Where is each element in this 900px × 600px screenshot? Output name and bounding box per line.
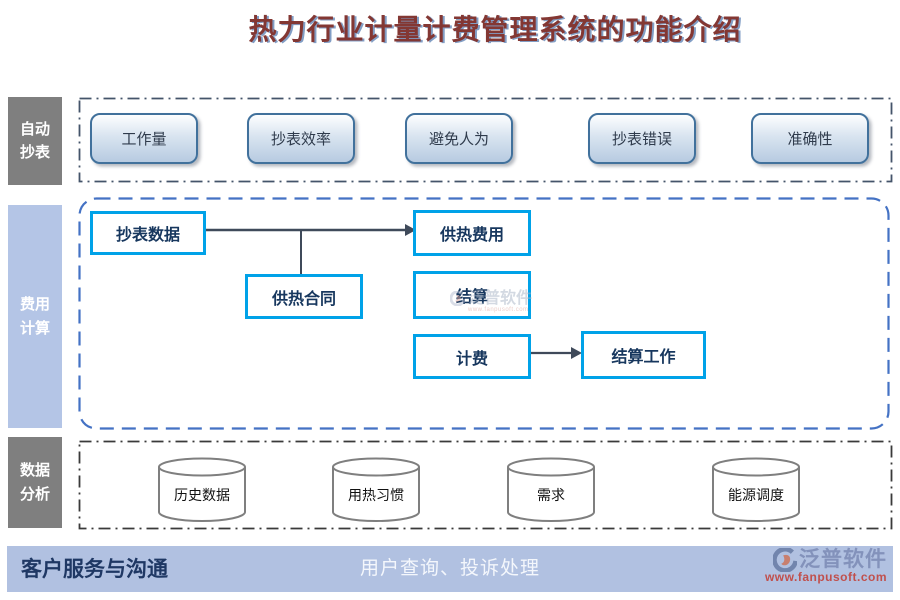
flow-node-billing: 计费 <box>413 334 531 379</box>
flow-node-heating-contract: 供热合同 <box>245 274 363 319</box>
database-label: 需求 <box>537 489 565 504</box>
sidebar-label-line: 分析 <box>19 485 50 503</box>
database-history-data: 历史数据 <box>156 457 248 523</box>
section-auto-reading: 工作量 抄表效率 避免人为 抄表错误 准确性 <box>78 97 893 183</box>
flow-node-settlement: 结算 <box>413 271 531 319</box>
benefit-button-efficiency: 抄表效率 <box>247 113 355 164</box>
sidebar-label-line: 自动 <box>19 120 50 138</box>
cylinder-icon <box>332 457 420 522</box>
sidebar-label-data-analysis: 数据 分析 <box>8 437 62 528</box>
brand-website-link[interactable]: www.fanpusoft.com <box>764 570 887 584</box>
section-data-analysis: 历史数据 用热习惯 需求 能源调度 <box>78 440 893 530</box>
database-label: 用热习惯 <box>348 489 404 504</box>
brand-logo: 泛普软件 www.fanpusoft.com <box>765 548 887 584</box>
sidebar-label-line: 数据 <box>19 462 50 480</box>
sidebar-label-auto-reading: 自动 抄表 <box>8 97 62 185</box>
benefit-button-errors: 抄表错误 <box>588 113 696 164</box>
brand-logo-icon <box>773 548 797 572</box>
sidebar-label-line: 计算 <box>19 319 50 337</box>
database-heat-habits: 用热习惯 <box>330 457 422 523</box>
page-title: 热力行业计量计费管理系统的功能介绍 <box>248 15 742 46</box>
footer-customer-service-label: 客户服务与沟通 <box>21 557 168 581</box>
database-label: 能源调度 <box>728 489 784 504</box>
database-label: 历史数据 <box>174 489 230 504</box>
brand-name: 泛普软件 <box>799 548 887 572</box>
flow-node-settlement-work: 结算工作 <box>581 331 706 379</box>
benefit-button-workload: 工作量 <box>90 113 198 164</box>
sidebar-label-line: 费用 <box>19 296 50 314</box>
cylinder-icon <box>712 457 800 522</box>
cylinder-icon <box>507 457 595 522</box>
benefit-button-accuracy: 准确性 <box>751 113 869 164</box>
footer-bar: 客户服务与沟通 用户查询、投诉处理 泛普软件 www.fanpusoft.com <box>7 546 893 592</box>
flow-node-heating-fee: 供热费用 <box>413 210 531 256</box>
cylinder-icon <box>158 457 246 522</box>
sidebar-label-line: 抄表 <box>19 144 50 161</box>
footer-user-query-label: 用户查询、投诉处理 <box>359 558 540 579</box>
database-energy-dispatch: 能源调度 <box>710 457 802 523</box>
section-fee-calculation: 抄表数据 供热费用 供热合同 结算 计费 结算工作 泛普软件 www.fanpu… <box>78 197 890 430</box>
flow-node-meter-data: 抄表数据 <box>90 211 206 255</box>
sidebar-label-fee-calc: 费用 计算 <box>8 205 62 428</box>
database-demand: 需求 <box>505 457 597 523</box>
benefit-button-avoid-human: 避免人为 <box>405 113 513 164</box>
